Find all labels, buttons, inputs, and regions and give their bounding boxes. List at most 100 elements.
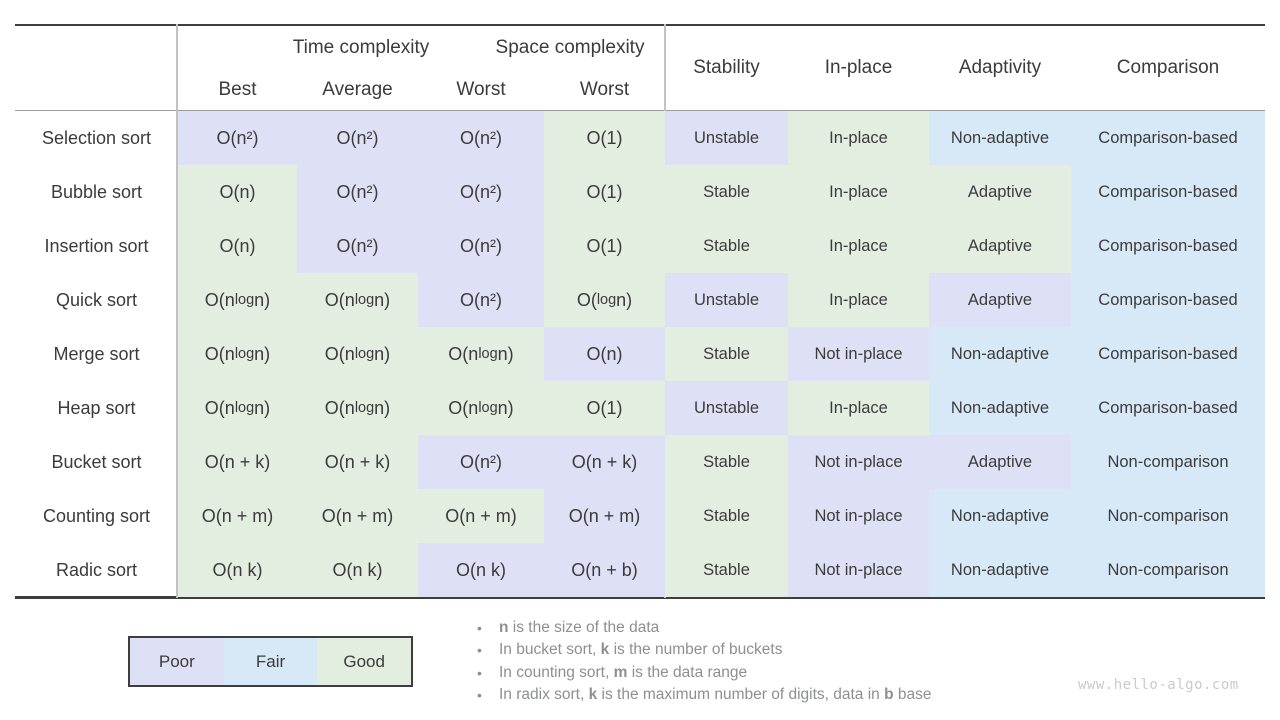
table-bottom-border [15,596,1265,599]
col-header-stability: Stability [693,57,760,78]
row-label: Merge sort [53,343,140,364]
table-cell: In-place [788,111,929,165]
legend-item-fair: Fair [223,638,318,685]
table-cell: Not in-place [788,489,929,543]
table-cell: Non-adaptive [929,381,1071,435]
table-cell: O(n²) [178,111,297,165]
table-cell: Unstable [665,273,788,327]
column-divider-left [176,24,178,598]
table-cell: Non-comparison [1071,489,1265,543]
bullet-icon: • [477,642,482,659]
header-space-complexity: Space complexity [495,37,645,58]
footnote-item: •In radix sort, k is the maximum number … [477,684,931,706]
table-cell: Comparison-based [1071,273,1265,327]
table-cell: Non-adaptive [929,489,1071,543]
table-cell: O(n log n) [297,273,418,327]
col-header-adaptivity: Adaptivity [958,57,1042,78]
header-separator-line [15,110,1265,111]
table-cell: O(n²) [418,111,544,165]
table-cell: Stable [665,327,788,381]
legend-item-poor: Poor [130,638,224,685]
row-label: Selection sort [41,127,152,148]
table-cell: Stable [665,165,788,219]
table-cell: O(n + m) [178,489,297,543]
bullet-icon: • [477,687,482,704]
table-cell: O(n k) [178,543,297,597]
table-top-border [15,24,1265,26]
table-cell: O(n + k) [297,435,418,489]
table-cell: Adaptive [929,219,1071,273]
table-cell: O(n + m) [544,489,665,543]
table-cell: O(n²) [418,273,544,327]
table-cell: O(1) [544,111,665,165]
table-cell: O(1) [544,381,665,435]
row-label: Counting sort [42,505,151,526]
row-label: Bucket sort [51,451,142,472]
legend-item-good: Good [317,638,412,685]
table-cell: O(n) [544,327,665,381]
table-cell: Unstable [665,111,788,165]
table-cell: In-place [788,381,929,435]
watermark: www.hello-algo.com [1078,677,1239,693]
table-cell: Not in-place [788,543,929,597]
table-cell: O(n log n) [297,381,418,435]
table-cell: In-place [788,273,929,327]
table-cell: O(n log n) [178,381,297,435]
table-cell: In-place [788,165,929,219]
table-cell: O(n²) [297,111,418,165]
row-label: Bubble sort [50,181,143,202]
table-cell: O(n²) [418,435,544,489]
table-cell: Non-adaptive [929,543,1071,597]
table-cell: O(n k) [297,543,418,597]
header-time-complexity: Time complexity [292,37,430,58]
table-cell: O(n²) [418,165,544,219]
table-cell: O(n) [178,219,297,273]
row-label: Quick sort [55,289,138,310]
table-cell: In-place [788,219,929,273]
row-label: Radic sort [55,559,138,580]
table-cell: Comparison-based [1071,327,1265,381]
table-cell: Non-adaptive [929,327,1071,381]
table-cell: Stable [665,219,788,273]
table-cell: O(n + m) [297,489,418,543]
footnote-item: •In bucket sort, k is the number of buck… [477,639,931,661]
table-cell: O(1) [544,165,665,219]
table-cell: O(n log n) [178,273,297,327]
table-cell: O(n log n) [418,327,544,381]
table-cell: Non-comparison [1071,543,1265,597]
table-cell: Non-comparison [1071,435,1265,489]
col-header-comparison: Comparison [1116,57,1220,78]
table-cell: O(1) [544,219,665,273]
table-cell: Comparison-based [1071,165,1265,219]
table-cell: O(n k) [418,543,544,597]
table-cell: Not in-place [788,327,929,381]
table-cell: Adaptive [929,165,1071,219]
table-cell: O(n log n) [178,327,297,381]
table-cell: O(n + k) [178,435,297,489]
table-cell: O(n + b) [544,543,665,597]
bullet-icon: • [477,620,482,636]
table-cell: Adaptive [929,435,1071,489]
row-label: Insertion sort [44,235,149,256]
table-cell: O(n²) [297,165,418,219]
col-header-average: Average [322,79,393,100]
col-header-worst-time: Worst [456,79,506,100]
footnote-item: •In counting sort, m is the data range [477,662,931,684]
footnote-item: •n is the size of the data [477,617,931,639]
table-cell: Not in-place [788,435,929,489]
table-cell: Stable [665,543,788,597]
table-cell: Comparison-based [1071,111,1265,165]
col-header-worst-space: Worst [579,79,630,100]
table-cell: Comparison-based [1071,381,1265,435]
footnotes: •n is the size of the data•In bucket sor… [477,617,931,707]
table-cell: Stable [665,435,788,489]
table-cell: Adaptive [929,273,1071,327]
table-cell: O(n²) [297,219,418,273]
table-cell: Comparison-based [1071,219,1265,273]
col-header-best: Best [218,79,257,100]
table-cell: O(n + m) [418,489,544,543]
bullet-icon: • [477,664,482,681]
table-cell: O(n log n) [418,381,544,435]
